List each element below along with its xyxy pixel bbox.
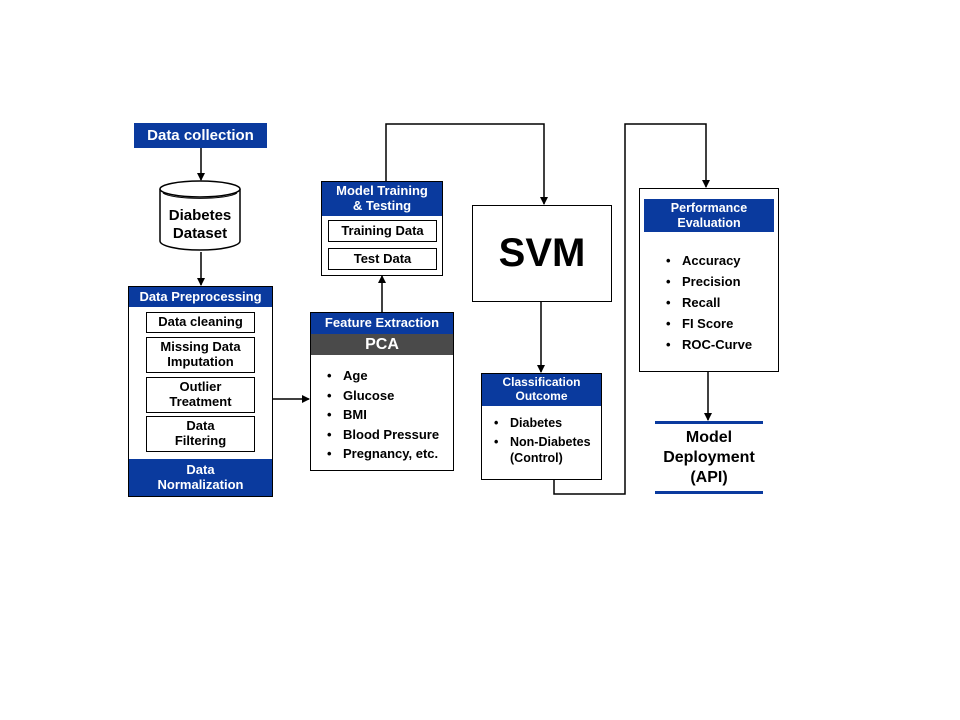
data-normalization-footer: Data Normalization: [129, 459, 272, 496]
svm-box: SVM: [472, 205, 612, 302]
classification-title: Classification Outcome: [482, 374, 601, 406]
metric-item: FI Score: [664, 313, 776, 334]
pca-bar: PCA: [311, 334, 453, 355]
metric-item: Recall: [664, 292, 776, 313]
step-outlier-treatment: Outlier Treatment: [146, 377, 255, 413]
model-deployment-label: Model Deployment (API): [663, 428, 755, 486]
feature-item: Pregnancy, etc.: [325, 444, 453, 464]
feature-extraction-title: Feature Extraction: [311, 313, 453, 334]
performance-metrics-list: Accuracy Precision Recall FI Score ROC-C…: [664, 250, 776, 355]
data-preprocessing-panel: Data Preprocessing Data cleaning Missing…: [128, 286, 273, 497]
classification-list: Diabetes Non-Diabetes (Control): [492, 415, 600, 466]
model-deployment-box: Model Deployment (API): [655, 421, 763, 494]
training-data-box: Training Data: [328, 220, 437, 242]
arrow-classification-to-performance: [553, 123, 710, 495]
feature-item: BMI: [325, 405, 453, 425]
dataset-label: Diabetes Dataset: [168, 207, 232, 242]
step-missing-data-imputation: Missing Data Imputation: [146, 337, 255, 373]
outcome-item: Non-Diabetes (Control): [492, 434, 600, 466]
diabetes-dataset-cylinder: Diabetes Dataset: [159, 179, 241, 252]
metric-item: Precision: [664, 271, 776, 292]
database-icon: [159, 180, 241, 251]
test-data-box: Test Data: [328, 248, 437, 270]
data-collection-label: Data collection: [134, 123, 267, 148]
classification-outcome-panel: Classification Outcome Diabetes Non-Diab…: [481, 373, 602, 480]
feature-item: Blood Pressure: [325, 425, 453, 445]
feature-item: Glucose: [325, 386, 453, 406]
arrow-training-to-svm: [385, 123, 548, 205]
performance-evaluation-panel: Performance Evaluation Accuracy Precisio…: [639, 188, 779, 372]
feature-list: Age Glucose BMI Blood Pressure Pregnancy…: [325, 366, 453, 464]
step-data-filtering: Data Filtering: [146, 416, 255, 452]
model-training-panel: Model Training & Testing Training Data T…: [321, 181, 443, 276]
preprocessing-title: Data Preprocessing: [129, 287, 272, 307]
model-training-title: Model Training & Testing: [322, 182, 442, 216]
metric-item: ROC-Curve: [664, 334, 776, 355]
svm-label: SVM: [498, 231, 586, 275]
outcome-item: Diabetes: [492, 415, 600, 431]
performance-title: Performance Evaluation: [644, 199, 774, 232]
metric-item: Accuracy: [664, 250, 776, 271]
feature-extraction-panel: Feature Extraction PCA Age Glucose BMI B…: [310, 312, 454, 471]
step-data-cleaning: Data cleaning: [146, 312, 255, 333]
feature-item: Age: [325, 366, 453, 386]
